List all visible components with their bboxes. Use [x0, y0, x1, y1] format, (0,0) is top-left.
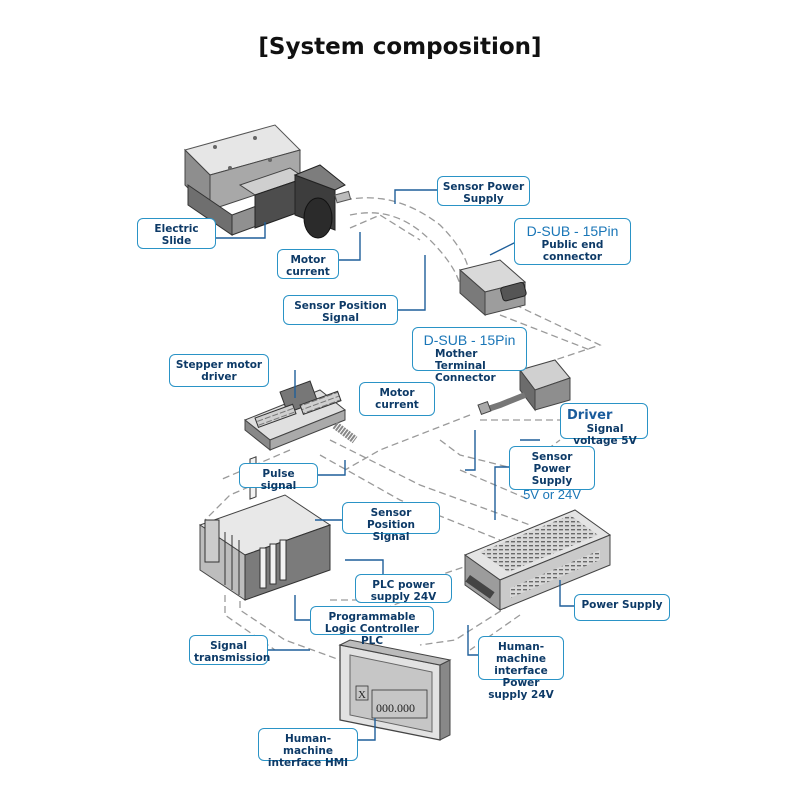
- sensor-power-mid-text: Sensor Power Supply: [531, 451, 573, 487]
- label-electric-slide: Electric Slide: [137, 218, 216, 249]
- electric-slide-illustration: [184, 124, 352, 239]
- hmi-illustration: X 000.000: [338, 639, 452, 741]
- label-power-supply: Power Supply: [574, 594, 670, 621]
- label-motor-current-top: Motor current: [277, 249, 339, 279]
- label-hmi-power: Human-machine interface Power supply 24V: [478, 636, 564, 701]
- dsub-public-connector-illustration: [458, 259, 527, 317]
- label-motor-current-mid-text: Motor current: [375, 387, 419, 411]
- sensor-power-mid-value: 5V or 24V: [523, 487, 581, 502]
- label-sensor-position-mid: Sensor Position Signal: [342, 502, 440, 543]
- driver-heading: Driver: [567, 408, 613, 423]
- label-hmi: Human-machine interface HMI: [258, 728, 358, 769]
- label-stepper-driver: Stepper motor driver: [169, 354, 269, 387]
- label-sensor-power-top: Sensor Power Supply: [437, 176, 530, 206]
- power-supply-illustration: [463, 509, 612, 611]
- label-power-supply-text: Power Supply: [581, 599, 663, 611]
- label-stepper-driver-text: Stepper motor driver: [175, 359, 263, 383]
- dsub-public-heading: D-SUB - 15Pin: [526, 223, 619, 239]
- label-plc-text: Programmable Logic Controller PLC: [324, 611, 420, 647]
- label-hmi-power-text: Human-machine interface Power supply 24V: [488, 641, 554, 701]
- label-sensor-position-top-text: Sensor Position Signal: [294, 300, 387, 324]
- dsub-mother-heading: D-SUB - 15Pin: [423, 332, 516, 348]
- label-sensor-power-mid: Sensor Power Supply 5V or 24V: [509, 446, 595, 502]
- label-plc-power: PLC power supply 24V: [355, 574, 452, 603]
- label-sensor-power-top-text: Sensor Power Supply: [442, 181, 525, 205]
- label-signal-transmission: Signal transmission: [189, 635, 271, 665]
- label-motor-current-mid: Motor current: [359, 382, 435, 416]
- label-motor-current-top-text: Motor current: [286, 254, 330, 278]
- label-plc-power-text: PLC power supply 24V: [370, 579, 437, 603]
- driver-text: Signal voltage 5V: [573, 423, 637, 447]
- label-hmi-text: Human-machine interface HMI: [267, 733, 349, 769]
- dsub-public-text: Public end connector: [541, 239, 604, 263]
- label-pulse-signal: Pulse signal: [239, 463, 318, 492]
- hmi-display-value: 000.000: [376, 701, 415, 715]
- label-sensor-position-top: Sensor Position Signal: [283, 295, 398, 325]
- label-sensor-position-mid-text: Sensor Position Signal: [366, 507, 416, 543]
- label-dsub-public: D-SUB - 15Pin Public end connector: [514, 218, 631, 265]
- dsub-mother-connector-illustration: [477, 359, 571, 416]
- label-electric-slide-text: Electric Slide: [154, 223, 199, 247]
- label-pulse-signal-text: Pulse signal: [260, 468, 297, 492]
- stepper-driver-illustration: [244, 380, 358, 452]
- label-driver: Driver Signal voltage 5V: [560, 403, 648, 447]
- diagram-title: [System composition]: [258, 34, 542, 60]
- label-dsub-mother: D-SUB - 15Pin Mother Terminal Connector: [412, 327, 527, 384]
- label-signal-transmission-text: Signal transmission: [194, 640, 271, 664]
- hmi-display-axis: X: [358, 689, 366, 701]
- dsub-mother-text: Mother Terminal Connector: [435, 348, 496, 384]
- label-plc: Programmable Logic Controller PLC: [310, 606, 434, 647]
